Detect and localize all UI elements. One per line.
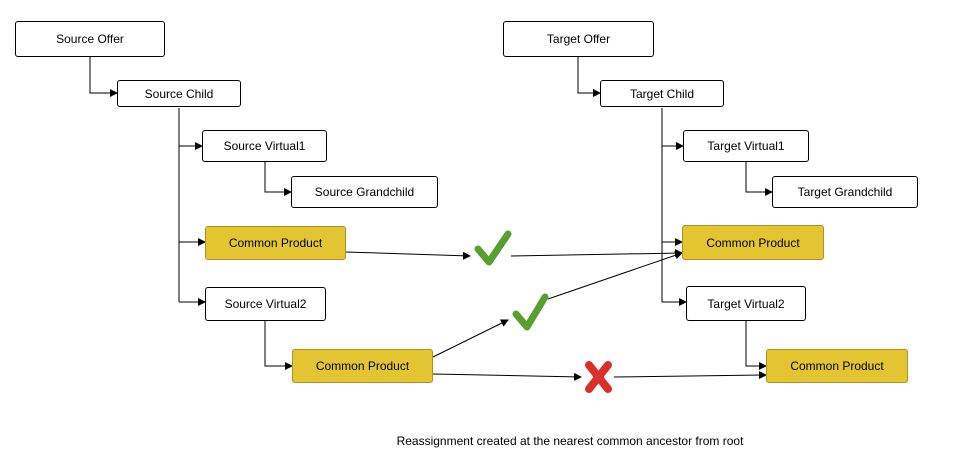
node-target-common-product-2: Common Product bbox=[766, 349, 908, 383]
node-target-virtual1: Target Virtual1 bbox=[683, 130, 809, 162]
check-icon bbox=[512, 293, 549, 331]
edge-source-virtual2-common bbox=[264, 321, 293, 370]
node-source-common-product-1: Common Product bbox=[205, 226, 346, 260]
edge-target-virtual1-grandchild bbox=[745, 162, 773, 196]
mapping-common2-to-target-common2-b bbox=[613, 371, 767, 380]
node-source-grandchild: Source Grandchild bbox=[291, 176, 438, 208]
mapping-common1-to-target-common1-b bbox=[510, 249, 683, 258]
mapping-common1-to-target-common1-a bbox=[345, 251, 471, 260]
diagram-caption: Reassignment created at the nearest comm… bbox=[396, 434, 744, 448]
mapping-common2-to-target-common2-a bbox=[432, 372, 582, 381]
edge-target-offer-child bbox=[577, 57, 601, 97]
check-icon bbox=[474, 230, 512, 266]
node-target-offer: Target Offer bbox=[503, 21, 654, 57]
edge-source-offer-child bbox=[89, 57, 118, 97]
node-source-virtual1: Source Virtual1 bbox=[202, 130, 327, 162]
edge-source-virtual1-grandchild bbox=[264, 162, 292, 196]
node-source-child: Source Child bbox=[117, 80, 241, 107]
node-target-virtual2: Target Virtual2 bbox=[686, 286, 806, 321]
mapping-common2-to-target-common1-b bbox=[547, 251, 683, 300]
cross-icon bbox=[585, 361, 612, 393]
edge-target-virtual2-common bbox=[745, 321, 767, 370]
node-target-common-product-1: Common Product bbox=[682, 225, 824, 260]
node-target-grandchild: Target Grandchild bbox=[772, 176, 918, 208]
node-source-offer: Source Offer bbox=[15, 21, 165, 57]
mapping-common2-to-target-common1-a bbox=[432, 319, 509, 358]
node-target-child: Target Child bbox=[600, 80, 724, 107]
node-source-common-product-2: Common Product bbox=[292, 349, 433, 383]
node-source-virtual2: Source Virtual2 bbox=[205, 287, 326, 321]
